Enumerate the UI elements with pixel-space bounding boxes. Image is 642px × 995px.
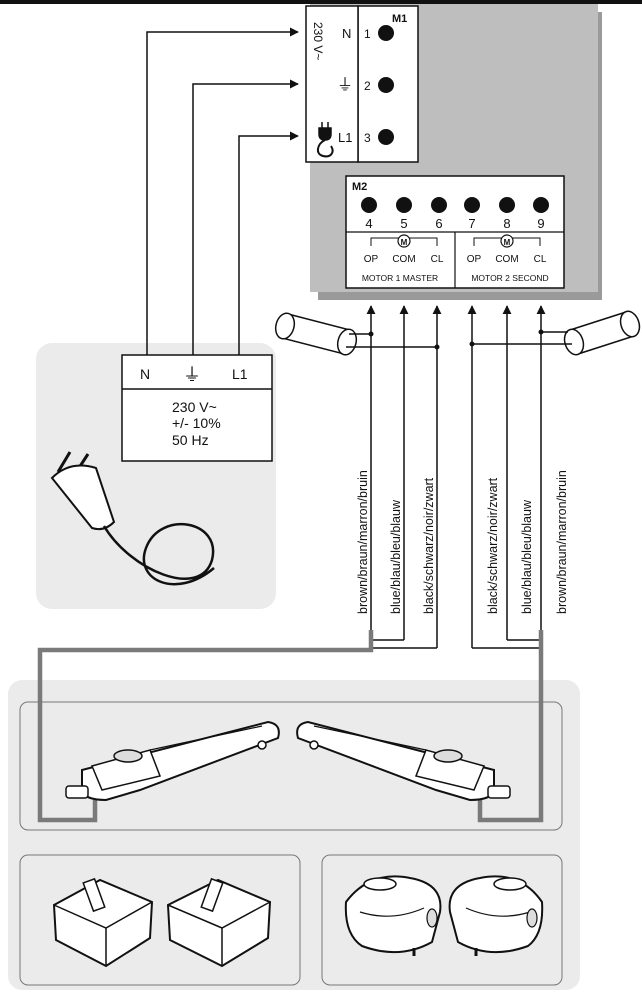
mains-plug-icon xyxy=(50,451,215,586)
motor1-name: MOTOR 1 MASTER xyxy=(362,273,438,283)
terminal-block-m1: M1 230 V~ N 1 ⏚ 2 L1 3 xyxy=(305,5,419,163)
wire-junctions xyxy=(368,329,544,350)
plug-icon xyxy=(317,122,334,158)
motor2-cl: CL xyxy=(534,254,547,265)
top-rule xyxy=(0,0,642,4)
cable-sleeve-right xyxy=(563,310,641,356)
m1-terminal-1-number: 1 xyxy=(364,27,371,41)
wire-label-m1-black: black/schwarz/noir/zwart xyxy=(422,477,436,614)
m2-terminal-6-screw xyxy=(431,197,447,213)
motor1-op: OP xyxy=(364,254,379,265)
motor1-cl: CL xyxy=(431,254,444,265)
m2-terminal-7-screw xyxy=(464,197,480,213)
m1-terminal-3-label: L1 xyxy=(338,130,352,145)
wire-label-m1-brown: brown/braun/marron/bruin xyxy=(356,470,370,614)
m2-terminal-6-number: 6 xyxy=(435,216,442,231)
motor1-com: COM xyxy=(392,254,415,265)
m2-terminal-7-number: 7 xyxy=(468,216,475,231)
motor-cables xyxy=(37,630,544,823)
underground-motors-panel xyxy=(19,854,301,986)
swing-arm-motor-right-icon xyxy=(296,720,511,802)
power-wires xyxy=(146,27,299,355)
articulated-motor-right-icon xyxy=(448,875,544,956)
m2-terminal-9-screw xyxy=(533,197,549,213)
m2-terminal-8-screw xyxy=(499,197,515,213)
supply-voltage: 230 V~ xyxy=(172,399,217,415)
m1-voltage-label: 230 V~ xyxy=(311,22,325,60)
wire-label-m1-blue: blue/blau/bleu/blauw xyxy=(389,499,403,614)
motor2-op: OP xyxy=(467,254,482,265)
swing-arm-panel xyxy=(19,701,563,831)
m2-terminal-5-screw xyxy=(396,197,412,213)
m1-terminal-2-screw xyxy=(378,77,394,93)
wire-label-m2-blue: blue/blau/bleu/blauw xyxy=(520,499,534,614)
power-supply-panel: N ⏚ L1 230 V~ +/- 10% 50 Hz xyxy=(36,343,276,609)
motor1-symbol-icon xyxy=(397,234,411,248)
m2-terminal-8-number: 8 xyxy=(503,216,510,231)
articulated-motors-panel xyxy=(321,854,563,986)
motor2-symbol: M xyxy=(504,238,511,247)
m2-terminal-4-screw xyxy=(361,197,377,213)
m2-terminal-4-number: 4 xyxy=(365,216,372,231)
m1-terminal-1-label: N xyxy=(342,26,351,41)
wire-label-m2-black: black/schwarz/noir/zwart xyxy=(486,477,500,614)
articulated-motor-left-icon xyxy=(344,875,442,956)
m1-terminal-2-number: 2 xyxy=(364,79,371,93)
underground-motor-right-icon xyxy=(166,877,272,968)
m2-terminal-5-number: 5 xyxy=(400,216,407,231)
m1-terminal-1-screw xyxy=(378,25,394,41)
supply-n-label: N xyxy=(140,366,150,382)
m2-id: M2 xyxy=(352,181,367,193)
m1-terminal-2-label: ⏚ xyxy=(337,76,353,94)
motor-wires xyxy=(346,305,572,649)
supply-earth-label: ⏚ xyxy=(183,365,201,385)
supply-tolerance: +/- 10% xyxy=(172,415,221,431)
swing-arm-motor-left-icon xyxy=(65,720,280,802)
terminal-block-m2: M2 4 5 6 7 8 9 M OP COM CL MOTOR 1 MASTE… xyxy=(345,175,565,289)
motor1-symbol: M xyxy=(401,238,408,247)
motor2-com: COM xyxy=(495,254,518,265)
m2-terminal-9-number: 9 xyxy=(537,216,544,231)
wire-label-m2-brown: brown/braun/marron/bruin xyxy=(555,470,569,614)
motor2-name: MOTOR 2 SECOND xyxy=(471,273,548,283)
supply-frequency: 50 Hz xyxy=(172,432,209,448)
cable-sleeve-left xyxy=(274,312,358,356)
motor2-symbol-icon xyxy=(500,234,514,248)
underground-motor-left-icon xyxy=(52,877,154,968)
supply-l1-label: L1 xyxy=(232,366,248,382)
m1-terminal-3-screw xyxy=(378,129,394,145)
m1-id: M1 xyxy=(392,13,407,25)
m1-terminal-3-number: 3 xyxy=(364,131,371,145)
